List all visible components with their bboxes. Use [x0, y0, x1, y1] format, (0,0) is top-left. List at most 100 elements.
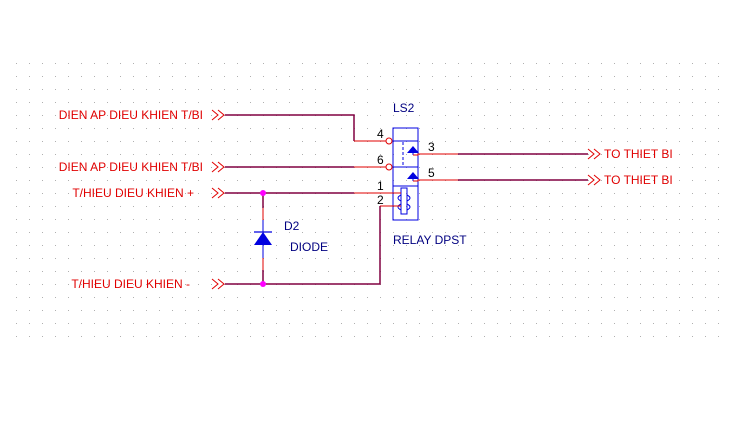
grid-dot: [393, 245, 394, 246]
grid-dot: [276, 154, 277, 155]
grid-dot: [614, 141, 615, 142]
grid-dot: [614, 89, 615, 90]
grid-dot: [497, 167, 498, 168]
port-out2[interactable]: TO THIET BI: [587, 173, 673, 187]
grid-dot: [29, 297, 30, 298]
grid-dot: [120, 141, 121, 142]
grid-dot: [484, 115, 485, 116]
grid-dot: [198, 89, 199, 90]
grid-dot: [627, 180, 628, 181]
offpage-connector-icon: [211, 161, 225, 173]
grid-dot: [250, 258, 251, 259]
grid-dot: [614, 180, 615, 181]
grid-dot: [289, 232, 290, 233]
grid-dot: [679, 180, 680, 181]
grid-dot: [614, 245, 615, 246]
grid-dot: [211, 323, 212, 324]
grid-dot: [640, 180, 641, 181]
port-in2[interactable]: DIEN AP DIEU KHIEN T/BI: [59, 160, 225, 174]
diode-d2[interactable]: D2 DIODE: [254, 208, 328, 270]
grid-dot: [250, 102, 251, 103]
grid-dot: [614, 323, 615, 324]
grid-dot: [627, 154, 628, 155]
wire-in1[interactable]: [225, 114, 355, 141]
port-ctrl-plus[interactable]: T/HIEU DIEU KHIEN +: [72, 186, 225, 200]
grid-dot: [302, 89, 303, 90]
grid-dot: [588, 232, 589, 233]
grid-dot: [393, 310, 394, 311]
port-ctrl-minus[interactable]: T/HIEU DIEU KHIEN -: [71, 277, 225, 291]
grid-dot: [549, 128, 550, 129]
grid-dot: [81, 245, 82, 246]
grid-dot: [315, 89, 316, 90]
grid-dot: [55, 154, 56, 155]
wire-ctrl-minus[interactable]: [225, 206, 381, 285]
grid-dot: [42, 310, 43, 311]
grid-dot: [328, 206, 329, 207]
grid-dot: [653, 336, 654, 337]
grid-dot: [692, 297, 693, 298]
grid-dot: [718, 206, 719, 207]
grid-dot: [107, 154, 108, 155]
grid-dot: [146, 115, 147, 116]
grid-dot: [16, 219, 17, 220]
grid-dot: [94, 271, 95, 272]
grid-dot: [354, 323, 355, 324]
grid-dot: [146, 245, 147, 246]
grid-dot: [627, 102, 628, 103]
grid-dot: [315, 76, 316, 77]
grid-dot: [549, 89, 550, 90]
pin-5[interactable]: [413, 179, 458, 182]
grid-dot: [68, 115, 69, 116]
grid-dot: [198, 115, 199, 116]
grid-dot: [718, 336, 719, 337]
relay-ls2[interactable]: LS2 4 6 1 2 3 5 RELAY DPST: [354, 101, 467, 247]
grid-dot: [536, 167, 537, 168]
grid-dot: [523, 284, 524, 285]
pin-1-label: 1: [377, 179, 384, 193]
grid-dot: [614, 115, 615, 116]
grid-dots: [16, 63, 719, 337]
grid-dot: [549, 102, 550, 103]
grid-dot: [185, 297, 186, 298]
grid-dot: [107, 271, 108, 272]
grid-dot: [107, 323, 108, 324]
grid-dot: [276, 206, 277, 207]
grid-dot: [263, 310, 264, 311]
grid-dot: [263, 154, 264, 155]
grid-dot: [120, 180, 121, 181]
grid-dot: [445, 271, 446, 272]
port-out1[interactable]: TO THIET BI: [587, 147, 673, 161]
grid-dot: [679, 336, 680, 337]
grid-dot: [107, 128, 108, 129]
grid-dot: [68, 284, 69, 285]
grid-dot: [445, 115, 446, 116]
grid-dot: [601, 245, 602, 246]
grid-dot: [94, 115, 95, 116]
grid-dot: [172, 310, 173, 311]
grid-dot: [419, 219, 420, 220]
pin-3[interactable]: [413, 153, 458, 156]
grid-dot: [172, 115, 173, 116]
grid-dot: [640, 258, 641, 259]
grid-dot: [575, 310, 576, 311]
grid-dot: [29, 115, 30, 116]
grid-dot: [458, 219, 459, 220]
grid-dot: [289, 219, 290, 220]
grid-dot: [133, 128, 134, 129]
grid-dot: [185, 206, 186, 207]
grid-dot: [718, 310, 719, 311]
grid-dot: [289, 128, 290, 129]
grid-dot: [107, 76, 108, 77]
grid-dot: [510, 271, 511, 272]
port-in1[interactable]: DIEN AP DIEU KHIEN T/BI: [59, 108, 225, 122]
grid-dot: [536, 284, 537, 285]
grid-dot: [68, 167, 69, 168]
grid-dot: [68, 232, 69, 233]
grid-dot: [614, 63, 615, 64]
grid-dot: [575, 232, 576, 233]
pin-3-label: 3: [428, 140, 435, 154]
grid-dot: [549, 63, 550, 64]
grid-dot: [354, 102, 355, 103]
